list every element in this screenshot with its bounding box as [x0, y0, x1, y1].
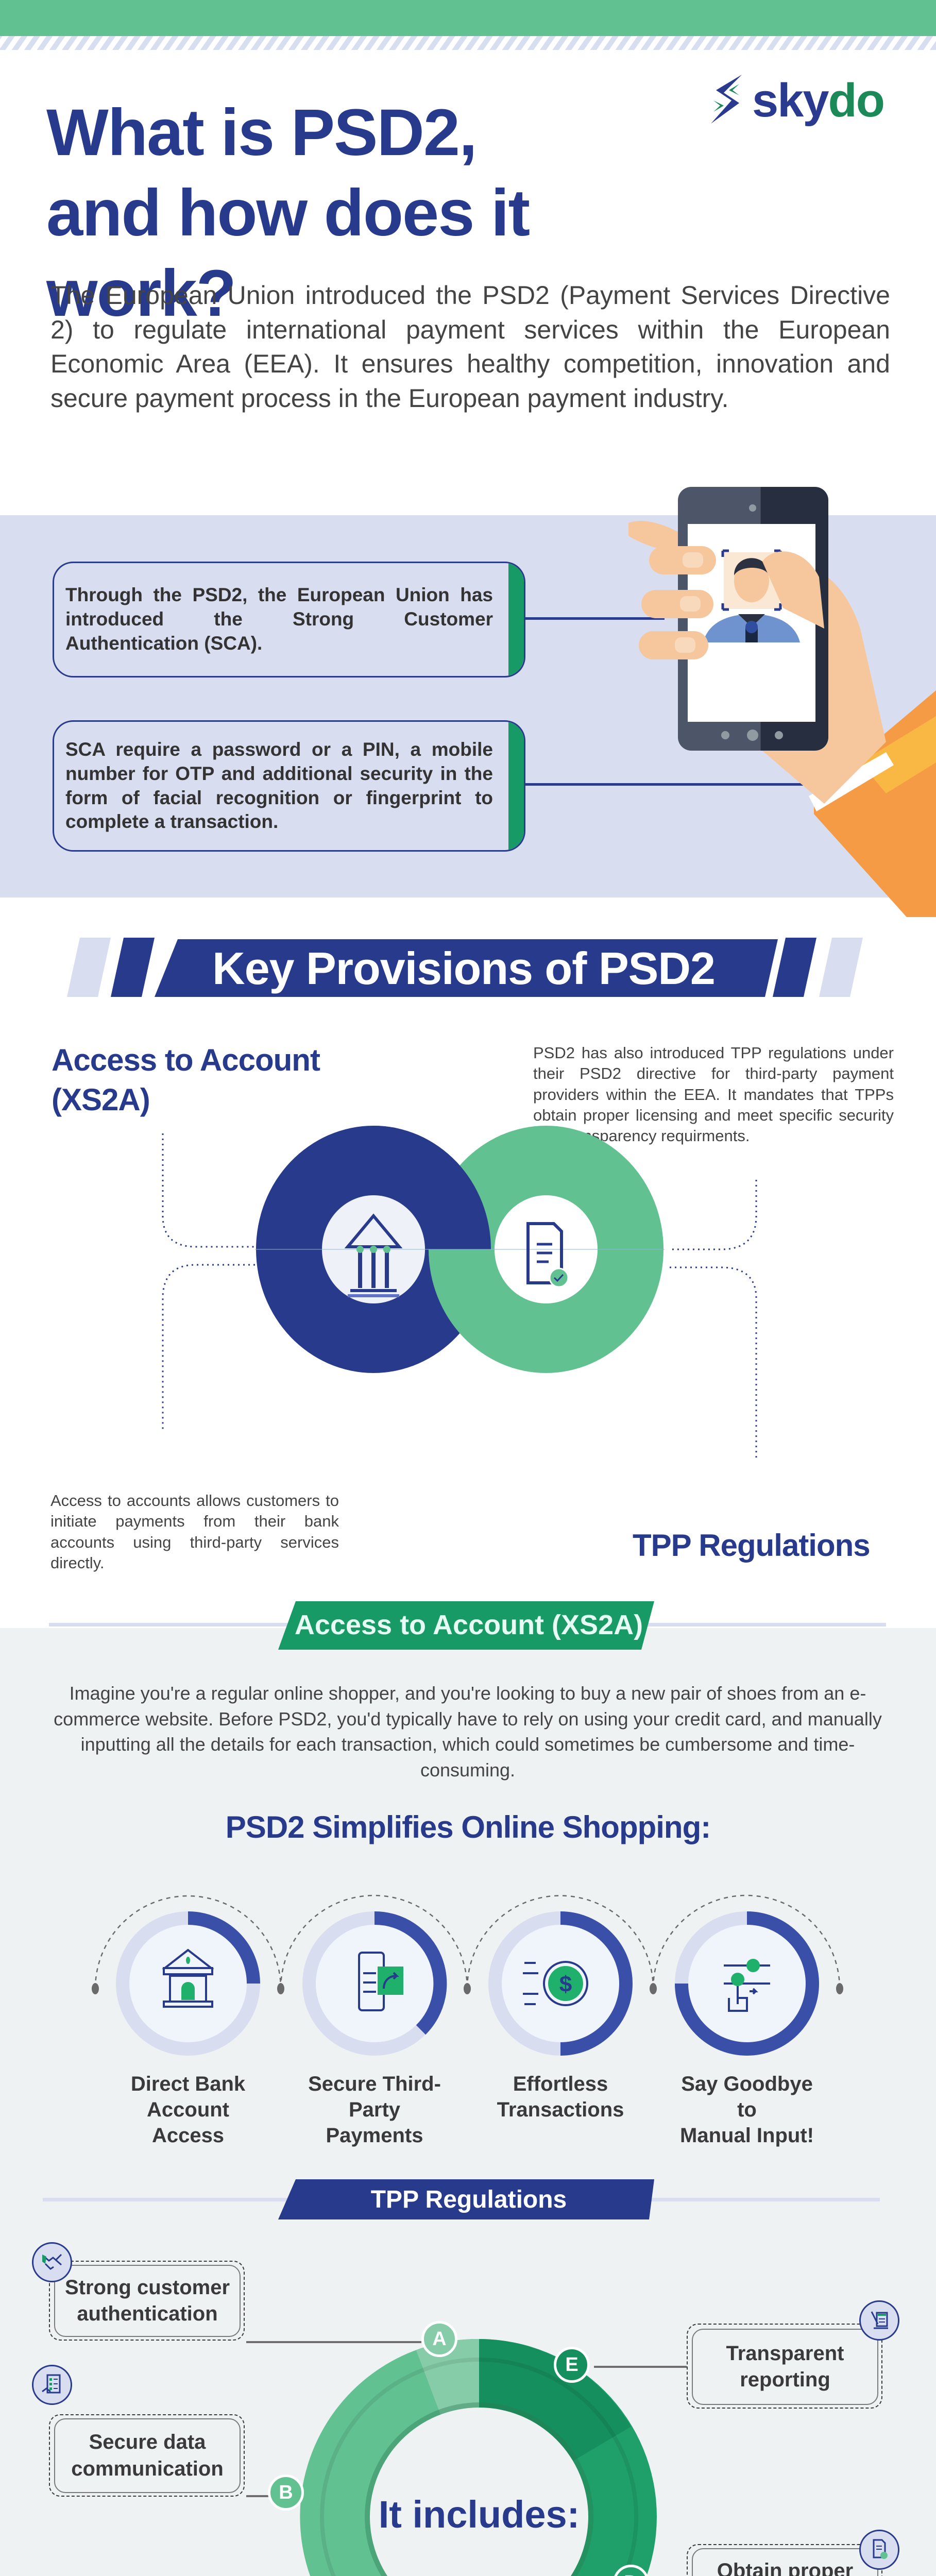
xs2a-body: Imagine you're a regular online shopper,… [54, 1683, 882, 1781]
sca-info-box-2: SCA require a password or a PIN, a mobil… [53, 720, 525, 852]
phone-button-home [747, 730, 758, 741]
tpp-donut-ring [300, 2338, 657, 2576]
bank-icon [162, 1948, 214, 2008]
feature-label-3: Effortless Transactions [497, 2073, 624, 2121]
xs2a-description: Access to accounts allows customers to i… [50, 1492, 339, 1572]
badge-e: E [554, 2347, 590, 2383]
top-accent-bar [0, 0, 936, 36]
tpp-item-b-outline [49, 2414, 245, 2497]
tpp-item-e-outline [687, 2324, 882, 2409]
sca-info-text-1: Through the PSD2, the European Union has… [65, 584, 493, 654]
fingers-icon [639, 546, 716, 659]
mobile-transfer-icon [358, 1952, 403, 2011]
title-line-1: What is PSD2, [46, 96, 478, 170]
badge-b: B [268, 2475, 304, 2511]
skydo-logo[interactable]: skydo [711, 72, 896, 129]
handshake-icon [32, 2242, 72, 2282]
phone-camera [749, 504, 756, 512]
sca-info-text-2: SCA require a password or a PIN, a mobil… [65, 738, 493, 833]
tpp-tag-shape [278, 2179, 654, 2219]
title-line-2: and how does it work? [46, 176, 530, 331]
logo-wordmark: skydo [752, 74, 885, 127]
badge-a: A [421, 2321, 457, 2357]
bank-icon [344, 1213, 403, 1297]
simplifies-heading: PSD2 Simplifies Online Shopping: [225, 1810, 711, 1844]
connector-e [594, 2366, 687, 2368]
certificate-document-icon [526, 1222, 569, 1288]
xs2a-tag-shape [278, 1601, 654, 1650]
report-pen-icon [859, 2300, 899, 2341]
intro-paragraph: The European Union introduced the PSD2 (… [50, 281, 890, 413]
svg-text:$: $ [559, 1972, 572, 1997]
phone-button-right [775, 731, 783, 739]
sca-box-accent [508, 722, 524, 850]
connector-a [246, 2341, 421, 2343]
xs2a-section-tag: Access to Account (XS2A) [294, 1609, 643, 1640]
key-provisions-banner [67, 938, 863, 997]
dollar-coin-icon: $ [523, 1961, 588, 2006]
feature-label-2: Secure Third- Party Payments [308, 2073, 441, 2147]
sca-box-accent [508, 563, 524, 676]
xs2a-tpp-diagram [162, 1126, 757, 1458]
key-provisions-title: Key Provisions of PSD2 [212, 943, 716, 994]
xs2a-heading: Access to Account (XS2A) [52, 1043, 320, 1117]
feature-label-1: Direct Bank Account Access [130, 2073, 246, 2147]
thumb-icon [762, 551, 824, 629]
sca-connector-line-2 [525, 783, 804, 786]
tpp-heading: TPP Regulations [633, 1528, 871, 1563]
touch-slider-icon [724, 1959, 770, 2012]
tpp-section-tag: TPP Regulations [370, 2185, 567, 2213]
skydo-chevron-icon [711, 75, 742, 124]
feature-label-4: Say Goodbye to Manual Input! [680, 2073, 814, 2147]
tpp-item-a-outline [49, 2261, 245, 2341]
feature-rings: $ [92, 1894, 843, 2056]
top-stripe-pattern [0, 36, 936, 50]
page-title: What is PSD2, and how does it work? [46, 93, 716, 334]
sca-info-box-1: Through the PSD2, the European Union has… [53, 562, 525, 677]
tpp-center-text: It includes: [378, 2493, 580, 2536]
certificate-icon [859, 2530, 899, 2570]
tpp-description: PSD2 has also introduced TPP regulations… [533, 1044, 894, 1145]
sca-connector-line-1 [525, 617, 665, 620]
checklist-hand-icon [32, 2365, 72, 2405]
phone-button-left [721, 731, 729, 739]
